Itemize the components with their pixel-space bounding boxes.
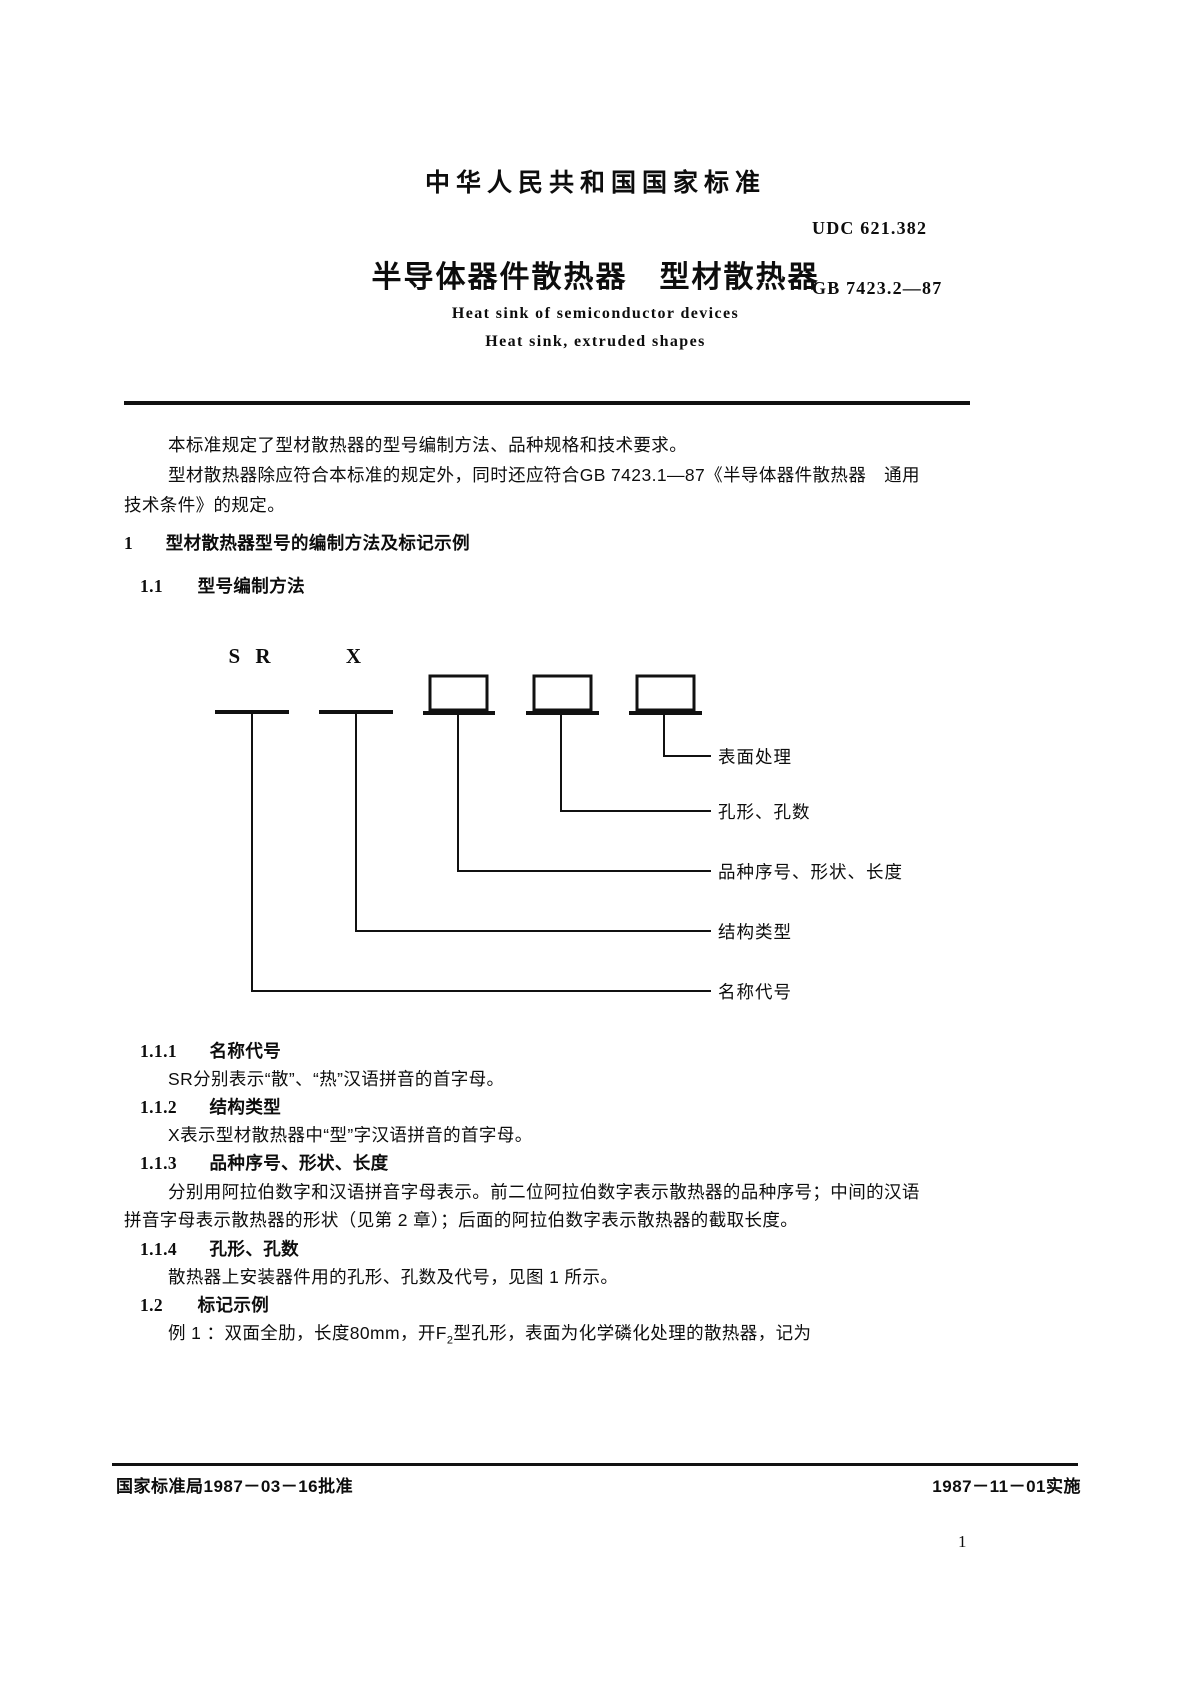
section-1-heading: 1 型材散热器型号的编制方法及标记示例 <box>124 528 470 558</box>
footer-approval-text: 国家标准局1987－03－16批准 <box>116 1477 354 1496</box>
section-1-1-3-number: 1.1.3 <box>140 1153 177 1173</box>
section-1-1-1-heading: 1.1.1 名称代号 <box>140 1036 281 1066</box>
code-box-2 <box>532 674 593 712</box>
section-1-2-number: 1.2 <box>140 1295 164 1315</box>
section-1-1-3-text-line1: 分别用阿拉伯数字和汉语拼音字母表示。前二位阿拉伯数字表示散热器的品种序号；中间的… <box>168 1182 920 1202</box>
section-1-1-title: 型号编制方法 <box>197 576 306 596</box>
intro-paragraph-1: 本标准规定了型材散热器的型号编制方法、品种规格和技术要求。 <box>168 435 688 455</box>
section-1-2-example-text: 例 1 ：双面全肋，长度80mm，开F2型孔形，表面为化学磷化处理的散热器，记为 <box>168 1318 811 1356</box>
example-text-after-subscript: 型孔形，表面为化学磷化处理的散热器，记为 <box>453 1323 812 1343</box>
leader-line-structure-type <box>355 713 711 932</box>
code-box-3 <box>635 674 696 712</box>
udc-code: UDC 621.382 <box>812 218 928 238</box>
standard-organization-heading: 中华人民共和国国家标准 <box>424 169 766 197</box>
section-1-1-3-heading: 1.1.3 品种序号、形状、长度 <box>140 1148 389 1178</box>
diagram-label-structure-type: 结构类型 <box>718 922 792 942</box>
code-letters-x: X <box>345 644 367 668</box>
example-text-before-subscript: 例 1 ：双面全肋，长度80mm，开F <box>168 1323 447 1343</box>
footer-implementation-text: 1987－11－01实施 <box>932 1477 1081 1496</box>
example-subscript-2: 2 <box>446 1334 454 1347</box>
section-1-2-heading: 1.2 标记示例 <box>140 1290 269 1320</box>
diagram-label-hole-shape-count: 孔形、孔数 <box>718 802 811 822</box>
section-1-1-4-title: 孔形、孔数 <box>209 1239 300 1259</box>
intro-paragraph-2-line2: 技术条件》的规定。 <box>124 495 286 515</box>
diagram-label-name-code: 名称代号 <box>718 982 792 1002</box>
diagram-label-surface-treatment: 表面处理 <box>718 747 792 767</box>
section-1-1-1-title: 名称代号 <box>209 1041 282 1061</box>
section-1-1-2-number: 1.1.2 <box>140 1097 177 1117</box>
diagram-label-variety-shape-length: 品种序号、形状、长度 <box>718 862 903 882</box>
section-1-1-3-title: 品种序号、形状、长度 <box>209 1153 389 1173</box>
document-title-english-line1: Heat sink of semiconductor devices <box>451 305 740 322</box>
section-1-1-3-text-line2: 拼音字母表示散热器的形状（见第 2 章）；后面的阿拉伯数字表示散热器的截取长度。 <box>124 1210 799 1230</box>
section-1-1-heading: 1.1 型号编制方法 <box>140 571 305 601</box>
footer-divider-rule <box>112 1463 1078 1466</box>
section-1-1-4-heading: 1.1.4 孔形、孔数 <box>140 1234 299 1264</box>
code-letters-sr: S R <box>228 644 276 668</box>
leader-line-hole-shape-count <box>560 713 711 812</box>
intro-paragraph-2-line1: 型材散热器除应符合本标准的规定外，同时还应符合GB 7423.1—87《半导体器… <box>168 465 920 485</box>
section-1-title: 型材散热器型号的编制方法及标记示例 <box>165 533 470 553</box>
leader-line-variety-shape-length <box>457 713 711 872</box>
section-1-1-4-text: 散热器上安装器件用的孔形、孔数及代号，见图 1 所示。 <box>168 1267 619 1287</box>
section-1-2-title: 标记示例 <box>197 1295 270 1315</box>
gb-standard-number: GB 7423.2—87 <box>812 278 943 298</box>
document-title-english-line2: Heat sink, extruded shapes <box>485 333 706 350</box>
section-1-1-2-title: 结构类型 <box>209 1097 282 1117</box>
header-divider-rule <box>124 401 970 405</box>
page-number: 1 <box>958 1532 967 1551</box>
section-1-1-2-text: X表示型材散热器中“型”字汉语拼音的首字母。 <box>168 1125 533 1145</box>
section-1-1-1-text: SR分别表示“散”、“热”汉语拼音的首字母。 <box>168 1069 505 1089</box>
leader-line-name-code <box>251 713 711 992</box>
leader-line-surface-treatment <box>663 713 711 757</box>
section-1-1-number: 1.1 <box>140 576 164 596</box>
section-1-1-4-number: 1.1.4 <box>140 1239 177 1259</box>
code-box-1 <box>428 674 489 712</box>
section-1-1-1-number: 1.1.1 <box>140 1041 177 1061</box>
document-title-chinese: 半导体器件散热器 型材散热器 <box>371 261 820 294</box>
section-1-number: 1 <box>124 533 134 553</box>
section-1-1-2-heading: 1.1.2 结构类型 <box>140 1092 281 1122</box>
